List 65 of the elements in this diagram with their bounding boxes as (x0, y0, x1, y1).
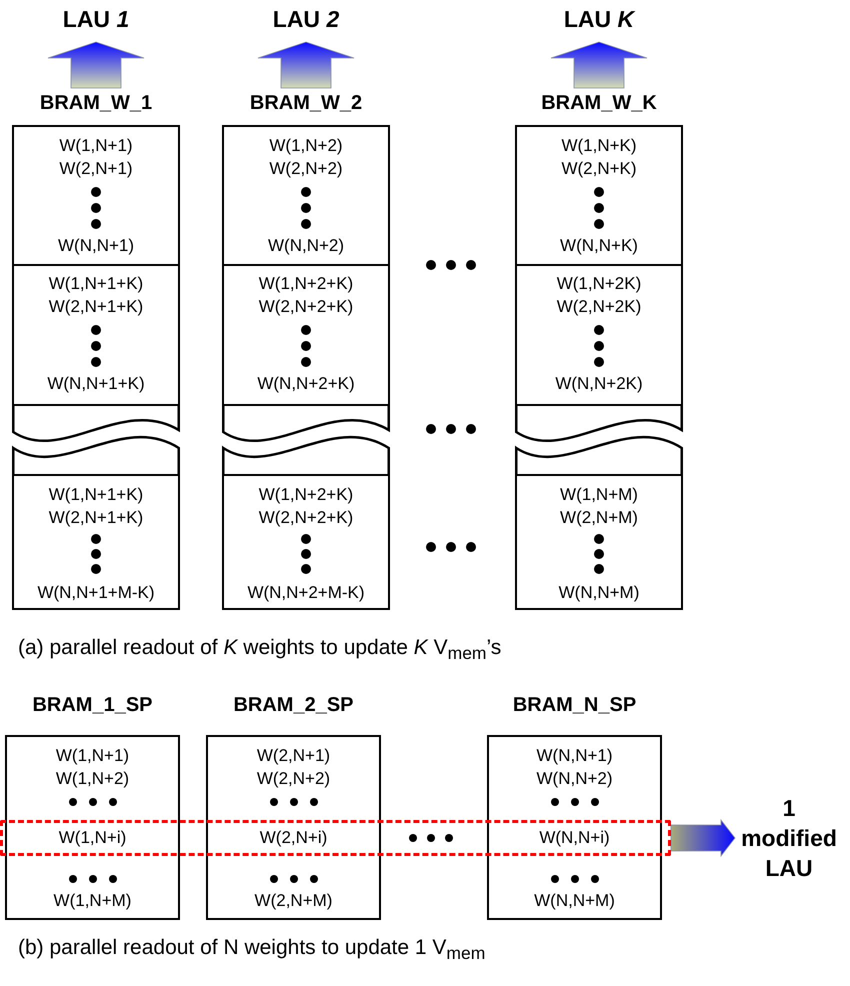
memory-section (12, 265, 180, 406)
weight-entry: W(N,N+2+K) (256, 373, 356, 395)
weight-entry: W(1,N+i) (58, 827, 128, 849)
weight-entry: W(N,N+1+M-K) (36, 582, 156, 604)
weight-entry: W(2,N+1+K) (48, 507, 144, 529)
memory-section (222, 125, 390, 266)
weight-entry: W(N,N+M) (558, 582, 640, 604)
weight-entry: W(1,N+2) (54, 768, 130, 790)
weight-entry: W(N,N+2) (535, 768, 614, 790)
memory-heading: BRAM_2_SP (232, 693, 355, 718)
weight-entry: W(N,N+2) (266, 235, 346, 257)
weight-entry: W(2,N+1) (58, 158, 134, 180)
figure-caption: (a) parallel readout of K weights to update K V$_{mem}$’s (18, 635, 502, 666)
block-arrow (670, 818, 736, 858)
weight-entry: W(N,N+1) (535, 745, 614, 767)
weight-entry: W(1,N+1) (54, 745, 130, 767)
memory-heading: BRAM_1_SP (31, 693, 154, 718)
weight-entry: W(N,N+2+M-K) (246, 582, 366, 604)
memory-section (222, 265, 390, 406)
memory-section (515, 125, 683, 266)
unit-label: LAU K (539, 2, 659, 42)
memory-section (12, 125, 180, 266)
weight-entry: W(N,N+K) (559, 235, 639, 257)
block-arrow (48, 42, 144, 88)
weight-entry: W(2,N+2) (268, 158, 344, 180)
memory-section (515, 265, 683, 406)
weight-entry: W(2,N+1) (256, 745, 332, 767)
block-arrow (258, 42, 354, 88)
memory-heading: BRAM_W_1 (38, 91, 154, 116)
memory-section (12, 474, 180, 610)
memory-section (222, 474, 390, 610)
weight-entry: W(2,N+2) (256, 768, 332, 790)
weight-entry: W(N,N+2K) (554, 373, 644, 395)
weight-entry: W(2,N+2+K) (258, 296, 354, 318)
weight-entry: W(1,N+M) (559, 484, 639, 506)
unit-label: LAU 2 (246, 2, 366, 42)
weight-entry: W(2,N+i) (258, 827, 328, 849)
memory-heading: BRAM_W_2 (248, 91, 364, 116)
weight-entry: W(2,N+2+K) (258, 507, 354, 529)
weight-entry: W(1,N+1+K) (48, 273, 144, 295)
memory-heading: BRAM_N_SP (512, 693, 638, 718)
weight-entry: W(1,N+2K) (556, 273, 642, 295)
weight-entry: W(N,N+1) (56, 235, 136, 257)
weight-entry: W(2,N+M) (559, 507, 639, 529)
weight-entry: W(1,N+2) (268, 135, 344, 157)
unit-label: LAU 1 (36, 2, 156, 42)
weight-entry: W(1,N+K) (560, 135, 638, 157)
weight-entry: W(2,N+1+K) (48, 296, 144, 318)
output-label: 1 modified LAU (735, 793, 843, 883)
weight-entry: W(2,N+M) (254, 890, 334, 912)
weight-entry: W(1,N+1+K) (48, 484, 144, 506)
weight-entry: W(N,N+M) (533, 890, 616, 912)
figure-caption: (b) parallel readout of N weights to update 1 V$_{mem}$ (18, 935, 486, 966)
weight-entry: W(1,N+2+K) (258, 273, 354, 295)
weight-entry: W(1,N+M) (52, 890, 132, 912)
weight-entry: W(2,N+K) (560, 158, 638, 180)
selection-highlight (0, 820, 671, 856)
weight-entry: W(N,N+1+K) (46, 373, 146, 395)
block-arrow (550, 42, 648, 88)
weight-entry: W(1,N+1) (58, 135, 134, 157)
weight-entry: W(2,N+2K) (556, 296, 642, 318)
weight-entry: W(N,N+i) (538, 827, 611, 849)
memory-heading: BRAM_W_K (540, 91, 658, 116)
memory-section (515, 474, 683, 610)
weight-entry: W(1,N+2+K) (258, 484, 354, 506)
